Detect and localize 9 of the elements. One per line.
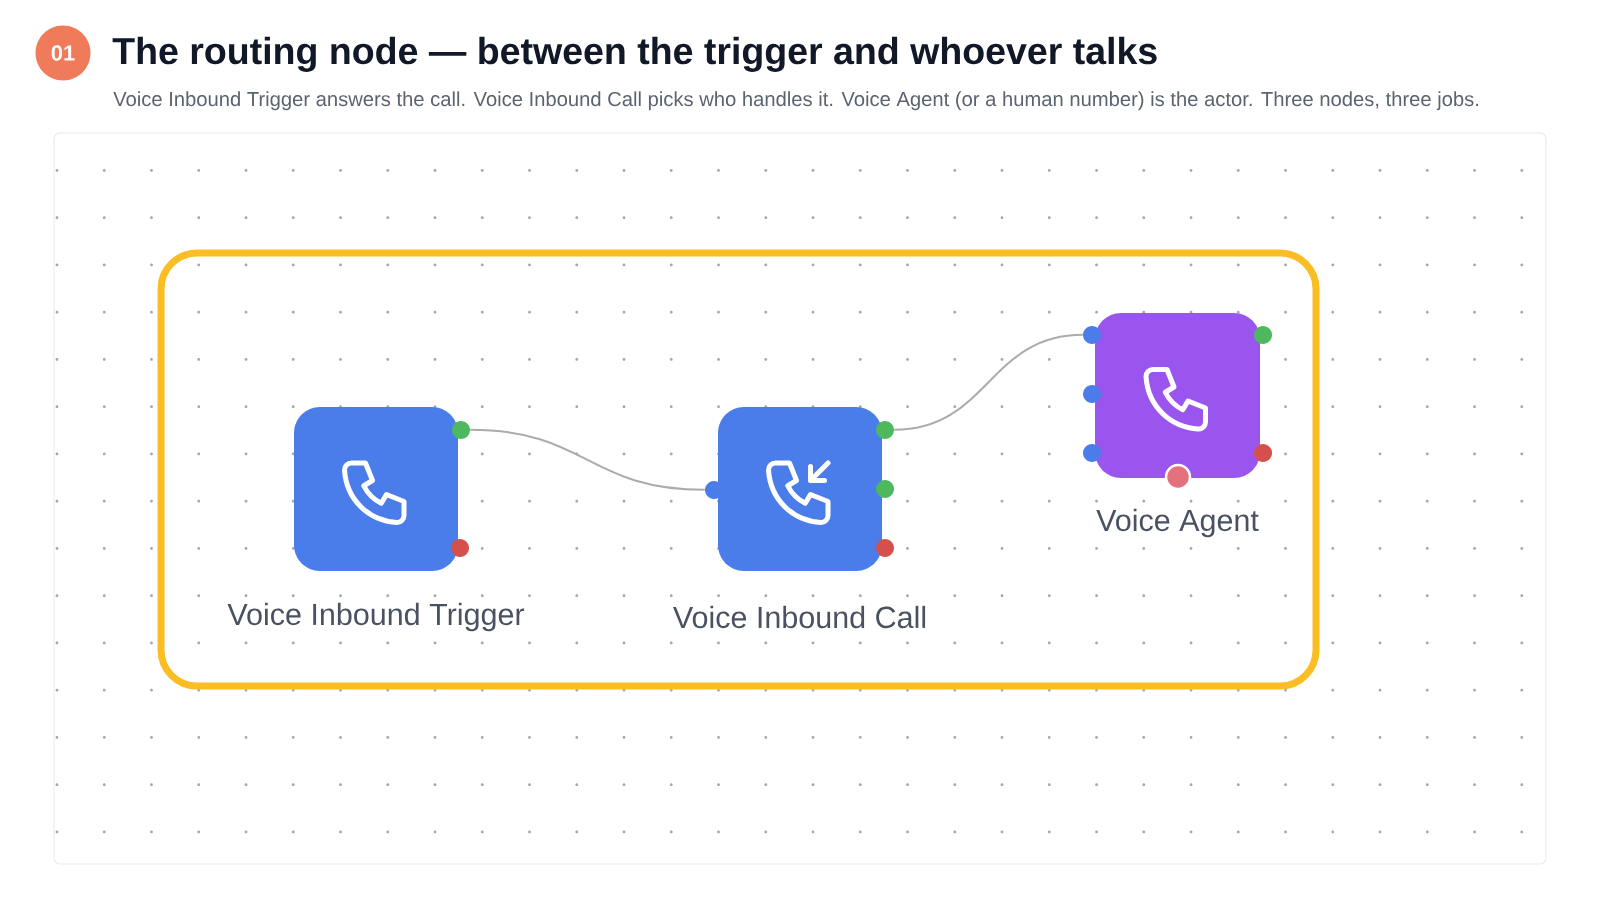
connector	[893, 333, 1084, 431]
node-label: Voice Inbound Call	[673, 605, 926, 629]
step-badge: 01	[35, 25, 91, 81]
subtitle: Voice Inbound Trigger answers the call. Voice Inbound Call picks who handles it. Voice Agent (or a human number) is the actor. Three nodes, three jobs.	[113, 91, 1478, 111]
title: The routing node — between the trigger and whoever talks	[112, 36, 1157, 72]
connector	[469, 428, 706, 491]
highlight-frame	[157, 249, 1320, 690]
node-label: Voice Inbound Trigger	[227, 602, 525, 632]
node-label: Voice Agent	[1096, 508, 1259, 538]
